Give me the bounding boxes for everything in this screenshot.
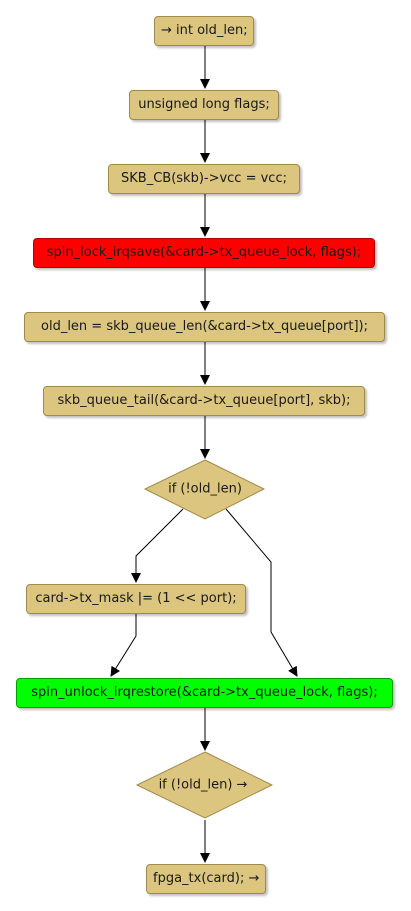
- edge-d1-n8: [225, 508, 298, 677]
- node-tx-mask: card->tx_mask |= (1 << port);: [26, 584, 246, 614]
- decision-label-1: if (!old_len): [168, 481, 242, 497]
- node-declare-flags: unsigned long flags;: [129, 90, 279, 120]
- node-declare-old-len: → int old_len;: [154, 16, 254, 46]
- edge-d1-n7: [131, 508, 184, 583]
- decision-diamond-1: [143, 459, 266, 520]
- node-spin-unlock: spin_unlock_irqrestore(&card->tx_queue_l…: [16, 678, 393, 708]
- decision-diamond-2: [135, 751, 274, 819]
- node-set-vcc: SKB_CB(skb)->vcc = vcc;: [108, 164, 300, 194]
- node-old-len-assign: old_len = skb_queue_len(&card->tx_queue[…: [24, 312, 385, 342]
- node-spin-lock: spin_lock_irqsave(&card->tx_queue_lock, …: [33, 238, 375, 268]
- edge-n7-n8: [110, 614, 137, 677]
- decision-label-2: if (!old_len) →: [158, 777, 248, 793]
- node-fpga-tx: fpga_tx(card); →: [146, 864, 266, 894]
- node-queue-tail: skb_queue_tail(&card->tx_queue[port], sk…: [43, 386, 365, 416]
